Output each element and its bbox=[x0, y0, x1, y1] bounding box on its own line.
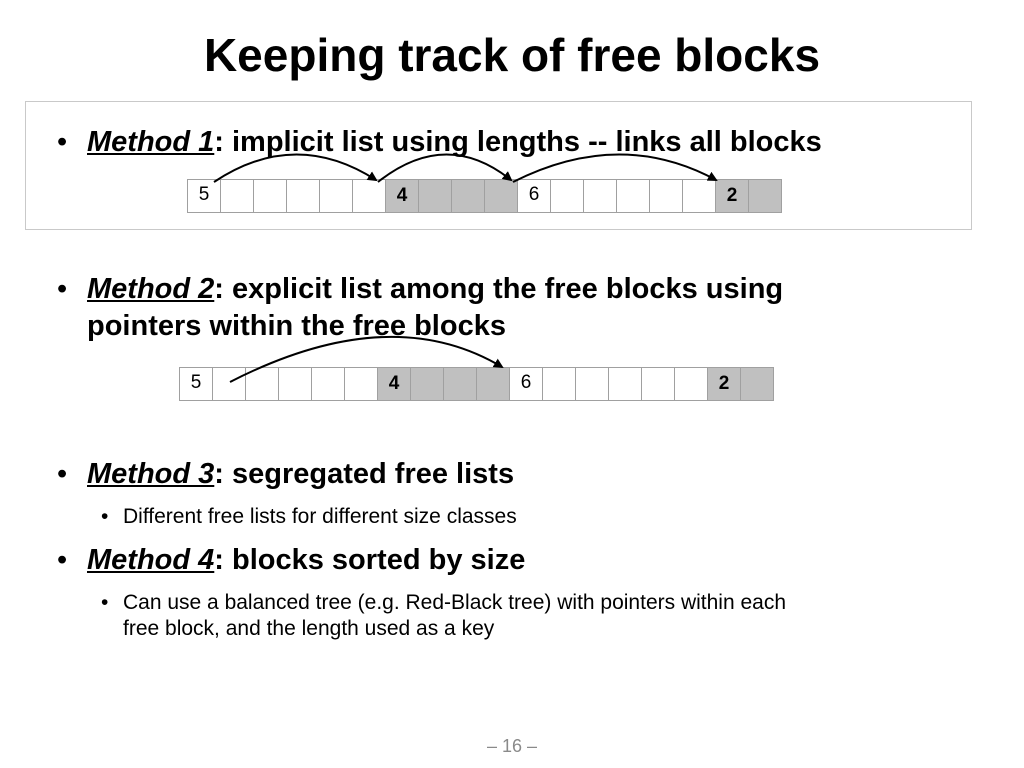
free-block-cell bbox=[443, 367, 477, 401]
allocated-block-cell bbox=[575, 367, 609, 401]
bullet-dot: • bbox=[57, 544, 68, 576]
allocated-block-cell: 6 bbox=[509, 367, 543, 401]
bullet-dot: • bbox=[57, 273, 68, 305]
method-1-label: Method 1 bbox=[87, 126, 215, 158]
free-block-cell: 4 bbox=[385, 179, 419, 213]
method-4-subbullet: • Can use a balanced tree (e.g. Red-Black… bbox=[101, 590, 787, 642]
method-1-text: : implicit list using lengths -- links a… bbox=[214, 126, 822, 158]
allocated-block-cell bbox=[212, 367, 246, 401]
page-title: Keeping track of free blocks bbox=[203, 29, 821, 81]
allocated-block-cell bbox=[674, 367, 708, 401]
free-block-cell bbox=[740, 367, 774, 401]
method-1-highlight-box bbox=[25, 101, 972, 230]
free-block-cell: 2 bbox=[715, 179, 749, 213]
method-2-text: : explicit list among the free blocks us… bbox=[214, 273, 784, 305]
method-2-bullet: • Method 2: explicit list among the free … bbox=[57, 271, 784, 345]
allocated-block-cell bbox=[583, 179, 617, 213]
allocated-block-cell bbox=[352, 179, 386, 213]
sub-bullet-dot: • bbox=[101, 591, 109, 614]
allocated-block-cell bbox=[319, 179, 353, 213]
allocated-block-cell bbox=[616, 179, 650, 213]
free-block-cell bbox=[484, 179, 518, 213]
method-3-bullet: • Method 3: segregated free lists bbox=[57, 456, 515, 493]
method-3-subbullet: • Different free lists for different size… bbox=[101, 504, 517, 530]
method-3-sub-text: Different free lists for different size … bbox=[123, 505, 517, 528]
implicit-link-arrow-1 bbox=[213, 153, 378, 183]
free-block-cell bbox=[748, 179, 782, 213]
allocated-block-cell bbox=[278, 367, 312, 401]
method-4-sub-text: Can use a balanced tree (e.g. Red-Black … bbox=[123, 591, 787, 614]
bullet-dot: • bbox=[57, 126, 68, 158]
implicit-link-arrow-2 bbox=[377, 153, 513, 183]
method-4-bullet: • Method 4: blocks sorted by size bbox=[57, 542, 526, 579]
allocated-block-cell bbox=[649, 179, 683, 213]
method-1-bullet: • Method 1: implicit list using lengths -… bbox=[57, 124, 822, 161]
explicit-link-arrow bbox=[229, 335, 504, 383]
method-4-label: Method 4 bbox=[87, 544, 215, 576]
allocated-block-cell bbox=[682, 179, 716, 213]
method-4-text: : blocks sorted by size bbox=[214, 544, 526, 576]
implicit-link-arrow-3 bbox=[512, 153, 718, 183]
sub-bullet-dot: • bbox=[101, 505, 109, 528]
method-2-label: Method 2 bbox=[87, 273, 215, 305]
allocated-block-cell bbox=[311, 367, 345, 401]
method-3-label: Method 3 bbox=[87, 458, 215, 490]
page-number: – 16 – bbox=[486, 736, 538, 756]
method-4-sub-text-line2: free block, and the length used as a key bbox=[123, 617, 495, 640]
allocated-block-cell bbox=[286, 179, 320, 213]
bullet-dot: • bbox=[57, 458, 68, 490]
method-3-text: : segregated free lists bbox=[214, 458, 515, 490]
method-2-text-line2: pointers within the free blocks bbox=[87, 310, 506, 342]
allocated-block-cell bbox=[608, 367, 642, 401]
allocated-block-cell: 5 bbox=[187, 179, 221, 213]
allocated-block-cell bbox=[550, 179, 584, 213]
